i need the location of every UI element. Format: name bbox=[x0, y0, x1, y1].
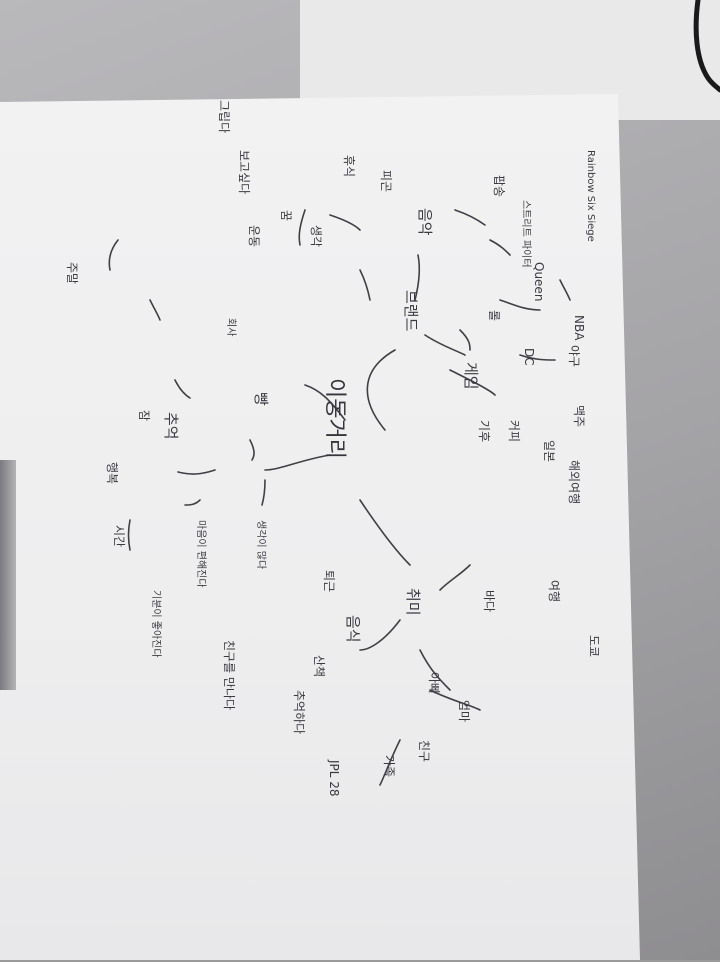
map-word: 보고싶다 bbox=[238, 150, 250, 194]
connector-line bbox=[360, 270, 370, 300]
map-word: 롤 bbox=[488, 310, 500, 321]
map-word: JPL 28 bbox=[328, 760, 340, 797]
connector-line bbox=[460, 330, 470, 350]
branch-music: 음악 bbox=[417, 208, 432, 236]
map-word: 그립다 bbox=[218, 100, 230, 133]
map-word: Queen bbox=[533, 262, 545, 301]
map-word: 퇴근 bbox=[323, 570, 335, 592]
map-word: 마음이 편해진다 bbox=[195, 520, 205, 588]
map-word: 생각 bbox=[310, 225, 322, 247]
map-word: 바다 bbox=[483, 590, 495, 612]
connector-line bbox=[330, 215, 360, 230]
map-word: Rainbow Six Siege bbox=[585, 150, 595, 242]
connector-line bbox=[109, 240, 118, 270]
connector-line bbox=[129, 520, 131, 550]
branch-game: 게임 bbox=[463, 362, 478, 390]
map-word: NBA bbox=[573, 315, 585, 340]
map-word: 산책 bbox=[313, 655, 325, 677]
map-word: 엄마 bbox=[458, 700, 470, 722]
connector-line bbox=[440, 565, 470, 590]
map-word: 일본 bbox=[543, 440, 555, 462]
map-word: 커피 bbox=[508, 420, 520, 442]
branch-hobby: 취미 bbox=[405, 588, 420, 616]
connector-line bbox=[425, 335, 465, 355]
connector-line bbox=[175, 380, 190, 398]
map-word: 꿈 bbox=[280, 210, 292, 221]
connector-line bbox=[360, 620, 400, 650]
map-word: 운동 bbox=[248, 225, 260, 247]
map-word: 맥주 bbox=[573, 405, 585, 427]
connector-line bbox=[185, 500, 200, 505]
connector-line bbox=[178, 470, 215, 474]
connector-line bbox=[490, 240, 510, 255]
connector-line bbox=[265, 455, 330, 470]
connector-line bbox=[262, 480, 265, 505]
branch-food: 음식 bbox=[345, 615, 360, 643]
connector-line bbox=[455, 210, 485, 225]
map-word: 스트리트 파이터 bbox=[520, 200, 530, 268]
connector-line bbox=[250, 440, 254, 460]
map-word: 기분이 좋아진다 bbox=[150, 590, 160, 658]
map-word: DC bbox=[523, 348, 535, 366]
map-word: 도쿄 bbox=[588, 635, 600, 657]
connector-line bbox=[150, 300, 160, 320]
map-word: 해외여행 bbox=[568, 460, 580, 504]
center-word: 이동거리 bbox=[323, 378, 345, 459]
map-word: 회사 bbox=[225, 318, 235, 336]
map-word: 아빠 bbox=[428, 672, 440, 694]
map-word: 휴식 bbox=[343, 155, 355, 177]
branch-memory: 추억 bbox=[163, 412, 178, 440]
map-word: 행복 bbox=[106, 462, 118, 484]
connector-line bbox=[560, 280, 570, 300]
map-word: 추억하다 bbox=[293, 690, 305, 734]
branch-brand: 브랜드 bbox=[403, 290, 418, 331]
connector-line bbox=[367, 350, 395, 430]
map-word: 주말 bbox=[66, 262, 78, 284]
map-word: 생각이 많다 bbox=[255, 520, 265, 569]
connector-line bbox=[360, 500, 410, 565]
map-word: 기후 bbox=[478, 420, 490, 442]
map-word: 친구 bbox=[418, 740, 430, 762]
map-word: 가족 bbox=[383, 755, 395, 777]
branch-bread: 빵 bbox=[253, 392, 268, 406]
map-word: 피곤 bbox=[380, 170, 392, 192]
map-word: 시간 bbox=[113, 525, 125, 547]
map-word: 친구를 만나다 bbox=[223, 640, 235, 710]
connector-line bbox=[299, 210, 305, 245]
map-word: 팝송 bbox=[493, 175, 505, 197]
connector-line bbox=[500, 300, 540, 310]
map-word: 야구 bbox=[568, 345, 580, 367]
map-word: 잠 bbox=[138, 410, 150, 421]
map-word: 여행 bbox=[548, 580, 560, 602]
